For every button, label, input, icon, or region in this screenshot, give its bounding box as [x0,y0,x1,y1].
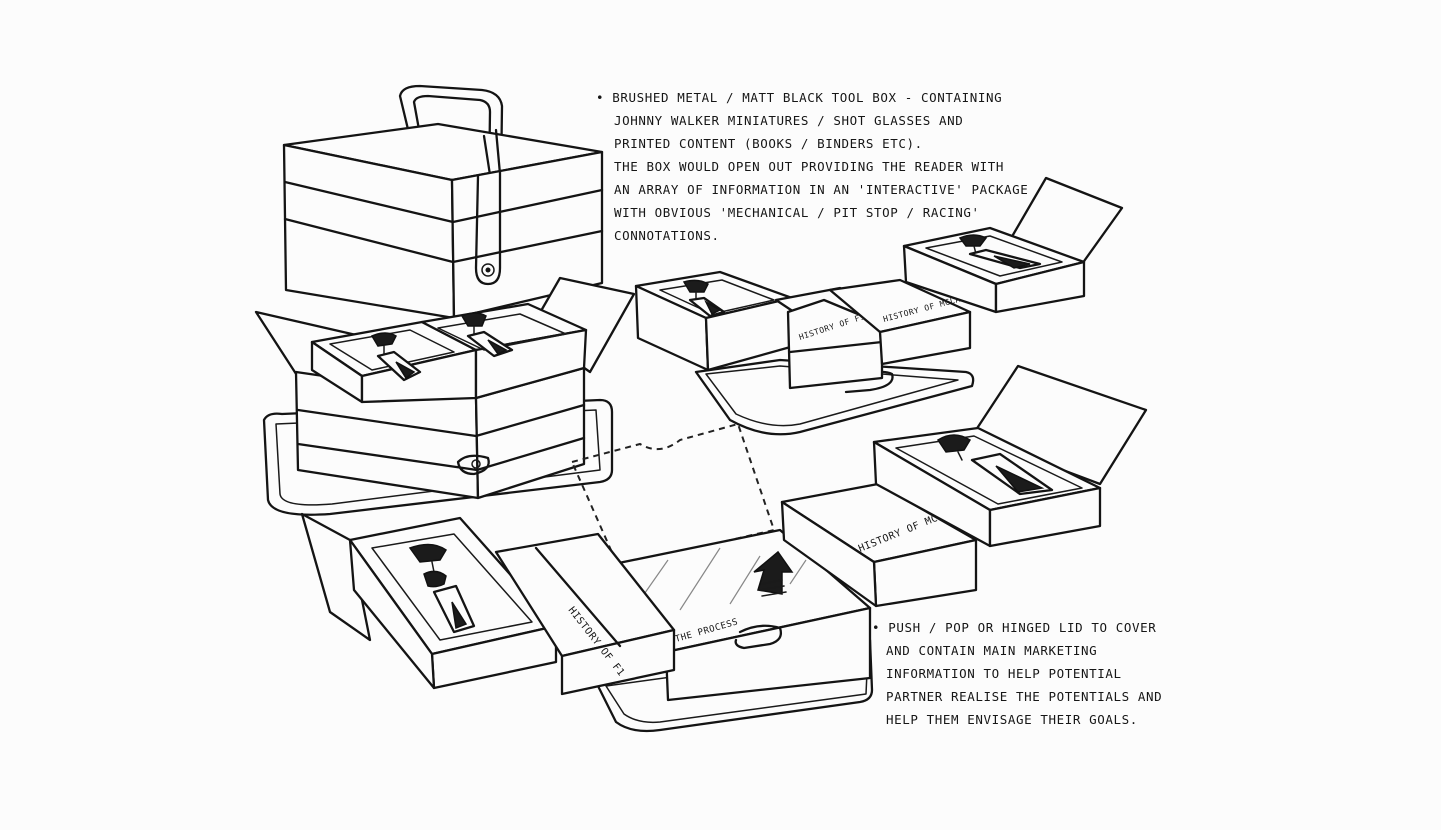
up-arrow-icon [753,550,794,597]
miniature-bottle-icon [682,279,726,318]
top-design-note: • Brushed metal / matt black tool box - … [596,86,1028,247]
note-line: printed content (books / binders etc). [614,136,923,151]
note-line: Johnny Walker miniatures / shot glasses … [614,113,964,128]
note-line: partner realise the potentials and [886,689,1163,704]
miniature-bottle-icon [460,312,514,358]
bottom-design-note: • Push / pop or hinged lid to cover and … [872,616,1162,731]
note-line: help them envisage their goals. [886,712,1138,727]
closed-toolbox [282,84,604,320]
note-line: The box would open out providing the rea… [614,159,1005,174]
note-line: • Push / pop or hinged lid to cover [872,620,1157,635]
note-line: and contain main marketing [886,643,1098,658]
note-line: with obvious 'mechanical / pit stop / ra… [614,205,980,220]
note-line: an array of information in an 'interacti… [614,182,1029,197]
miniature-bottle-icon [936,434,1054,496]
miniature-bottle-icon [958,234,1042,270]
open-toolbox-stage-3: The Process History of F1 History of M [300,364,1148,733]
note-line: • Brushed metal / matt black tool box - … [596,90,1003,105]
miniature-bottle-icon [370,332,422,382]
note-line: connotations. [614,228,720,243]
miniature-bottle-icon [408,543,476,634]
open-toolbox-stage-2: History of F1 History of McLaren [634,176,1124,436]
note-line: information to help potential [886,666,1122,681]
half-open-toolbox [254,276,636,516]
